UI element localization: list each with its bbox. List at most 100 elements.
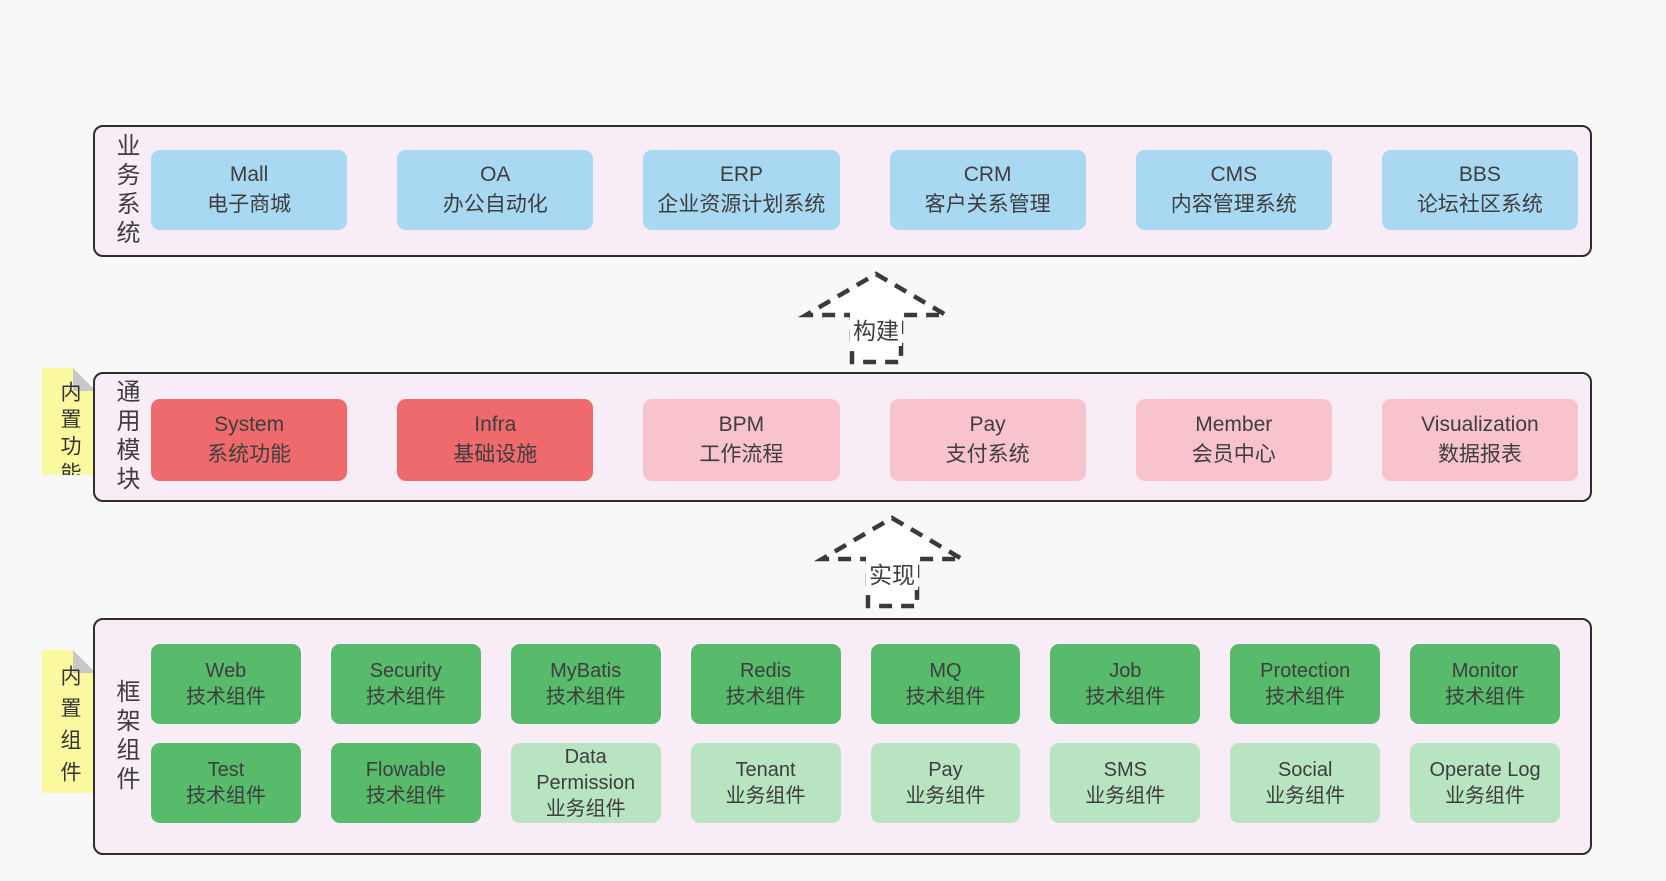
- box-subtitle: 数据报表: [1437, 443, 1522, 466]
- box-subtitle: 系统功能: [207, 443, 292, 466]
- diagram-box-web: Web 技术组件: [151, 644, 301, 724]
- build-arrow: 构建: [798, 270, 954, 366]
- business-systems-row: Mall 电子商城 OA 办公自动化 ERP 企业资源计划系统 CRM 客户关系管理 CMS 内容…: [151, 150, 1579, 230]
- box-subtitle: 技术组件: [185, 686, 266, 708]
- box-title: Security: [369, 660, 442, 682]
- box-subtitle: 企业资源计划系统: [657, 193, 826, 216]
- box-subtitle: 技术组件: [905, 686, 986, 708]
- box-title: Pay: [969, 413, 1006, 436]
- layer-business-systems: 业务系统 Mall 电子商城 OA 办公自动化 ERP 企业资源计划系统 CRM 客户关系管理…: [93, 125, 1592, 257]
- diagram-box-member: Member 会员中心: [1135, 399, 1332, 481]
- box-subtitle: 客户关系管理: [924, 193, 1051, 216]
- diagram-box-oa: OA 办公自动化: [397, 150, 594, 230]
- box-title: Social: [1277, 759, 1333, 781]
- box-subtitle: 业务组件: [1265, 785, 1346, 807]
- diagram-box-monitor: Monitor 技术组件: [1410, 644, 1560, 724]
- box-subtitle: 技术组件: [545, 686, 626, 708]
- box-subtitle: 技术组件: [365, 686, 446, 708]
- diagram-box-security: Security 技术组件: [330, 644, 481, 724]
- diagram-box-pay: Pay 支付系统: [889, 399, 1086, 481]
- box-subtitle: 会员中心: [1191, 443, 1276, 466]
- diagram-box-bpm: BPM 工作流程: [643, 399, 840, 481]
- box-title: CMS: [1210, 163, 1258, 186]
- diagram-box-erp: ERP 企业资源计划系统: [643, 150, 840, 230]
- sticky-note-builtin-features: 内置功能: [42, 368, 96, 475]
- box-title: ERP: [719, 163, 764, 186]
- box-subtitle: 业务组件: [545, 798, 626, 820]
- sticky-note-builtin-components: 内置组件: [42, 650, 96, 793]
- box-subtitle: 内容管理系统: [1170, 193, 1297, 216]
- box-subtitle: 电子商城: [207, 193, 292, 216]
- box-title: BBS: [1458, 163, 1501, 186]
- box-title: MQ: [929, 660, 962, 682]
- diagram-box-test: Test 技术组件: [151, 743, 301, 823]
- box-title: CRM: [963, 163, 1012, 186]
- box-title: Test: [207, 759, 245, 781]
- diagram-box-crm: CRM 客户关系管理: [889, 150, 1086, 230]
- box-subtitle: 论坛社区系统: [1416, 193, 1543, 216]
- box-title: System: [214, 413, 285, 436]
- box-title: Data Permission: [536, 746, 636, 794]
- box-title: Protection: [1260, 660, 1351, 682]
- box-title: Mall: [229, 163, 269, 186]
- box-title: Member: [1195, 413, 1273, 436]
- implement-arrow-label: 实现: [866, 556, 918, 590]
- diagram-box-mq: MQ 技术组件: [870, 644, 1021, 724]
- box-subtitle: 技术组件: [1085, 686, 1166, 708]
- sticky-note-label: 内置组件: [58, 665, 81, 793]
- layer-common-modules: 通用模块 System 系统功能 Infra 基础设施 BPM 工作流程 Pay 支付系统 Me…: [93, 372, 1592, 502]
- implement-arrow: 实现: [814, 514, 970, 610]
- diagram-box-infra: Infra 基础设施: [397, 399, 594, 481]
- diagram-box-sms: SMS 业务组件: [1050, 743, 1201, 823]
- common-modules-row: System 系统功能 Infra 基础设施 BPM 工作流程 Pay 支付系统 Member 会…: [151, 399, 1579, 481]
- box-title: MyBatis: [550, 660, 622, 682]
- diagram-box-mall: Mall 电子商城: [151, 150, 348, 230]
- diagram-box-job: Job 技术组件: [1050, 644, 1201, 724]
- box-subtitle: 基础设施: [453, 443, 538, 466]
- box-title: Flowable: [365, 759, 446, 781]
- box-title: Monitor: [1451, 660, 1519, 682]
- box-subtitle: 业务组件: [1445, 785, 1526, 807]
- diagram-box-protection: Protection 技术组件: [1230, 644, 1381, 724]
- box-subtitle: 技术组件: [1265, 686, 1346, 708]
- diagram-box-data-permission: Data Permission 业务组件: [510, 743, 661, 823]
- box-title: Web: [205, 660, 247, 682]
- box-title: Visualization: [1421, 413, 1539, 436]
- box-title: Redis: [739, 660, 792, 682]
- box-title: SMS: [1103, 759, 1147, 781]
- box-title: Pay: [928, 759, 963, 781]
- box-subtitle: 技术组件: [1445, 686, 1526, 708]
- diagram-box-pay: Pay 业务组件: [870, 743, 1021, 823]
- diagram-box-social: Social 业务组件: [1230, 743, 1381, 823]
- box-title: Job: [1109, 660, 1142, 682]
- box-subtitle: 工作流程: [699, 443, 784, 466]
- build-arrow-label: 构建: [850, 312, 902, 346]
- box-subtitle: 办公自动化: [442, 193, 548, 216]
- diagram-box-redis: Redis 技术组件: [690, 644, 841, 724]
- diagram-box-cms: CMS 内容管理系统: [1135, 150, 1332, 230]
- diagram-box-bbs: BBS 论坛社区系统: [1381, 150, 1579, 230]
- box-title: Infra: [474, 413, 517, 436]
- box-title: Operate Log: [1429, 759, 1541, 781]
- box-subtitle: 业务组件: [1085, 785, 1166, 807]
- diagram-box-visualization: Visualization 数据报表: [1381, 399, 1579, 481]
- box-subtitle: 业务组件: [905, 785, 986, 807]
- diagram-box-operate-log: Operate Log 业务组件: [1410, 743, 1560, 823]
- box-title: Tenant: [735, 759, 796, 781]
- layer-label-framework-components: 框架组件: [112, 678, 139, 795]
- layer-label-common-modules: 通用模块: [112, 379, 139, 495]
- box-subtitle: 技术组件: [725, 686, 806, 708]
- sticky-note-label: 内置功能: [58, 381, 81, 489]
- box-subtitle: 支付系统: [945, 443, 1030, 466]
- box-subtitle: 业务组件: [725, 785, 806, 807]
- diagram-box-mybatis: MyBatis 技术组件: [510, 644, 661, 724]
- box-title: OA: [480, 163, 511, 186]
- layer-label-business-systems: 业务系统: [112, 133, 139, 249]
- box-title: BPM: [718, 413, 765, 436]
- box-subtitle: 技术组件: [185, 785, 266, 807]
